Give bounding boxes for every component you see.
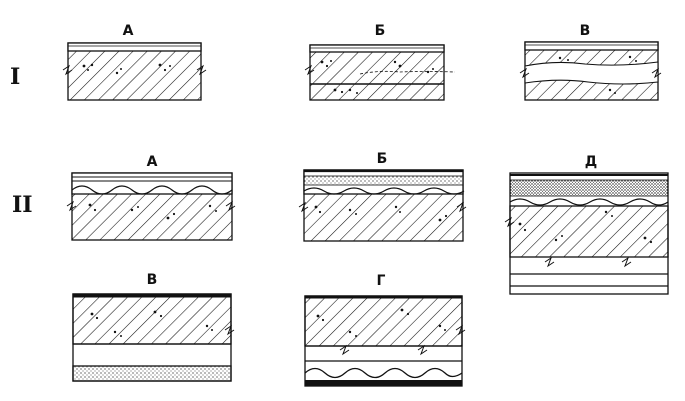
section-label: Б (377, 151, 388, 167)
section-label: Б (375, 23, 386, 39)
section-2g: Г (304, 273, 466, 387)
section-label: Д (585, 154, 597, 170)
row-numeral-2: II (12, 192, 33, 218)
section-2d: Д (504, 154, 669, 295)
section-1a: А (62, 23, 207, 101)
section-2a: А (66, 154, 236, 241)
section-label: Г (377, 273, 386, 289)
row-numeral-1: I (10, 64, 20, 90)
section-label: А (147, 154, 158, 170)
section-1b: Б (304, 23, 456, 101)
section-label: В (147, 272, 158, 288)
section-2v: В (72, 272, 235, 382)
section-label: А (123, 23, 134, 39)
section-2b: Б (298, 151, 467, 242)
section-1v: В (519, 23, 662, 101)
section-label: В (580, 23, 591, 39)
